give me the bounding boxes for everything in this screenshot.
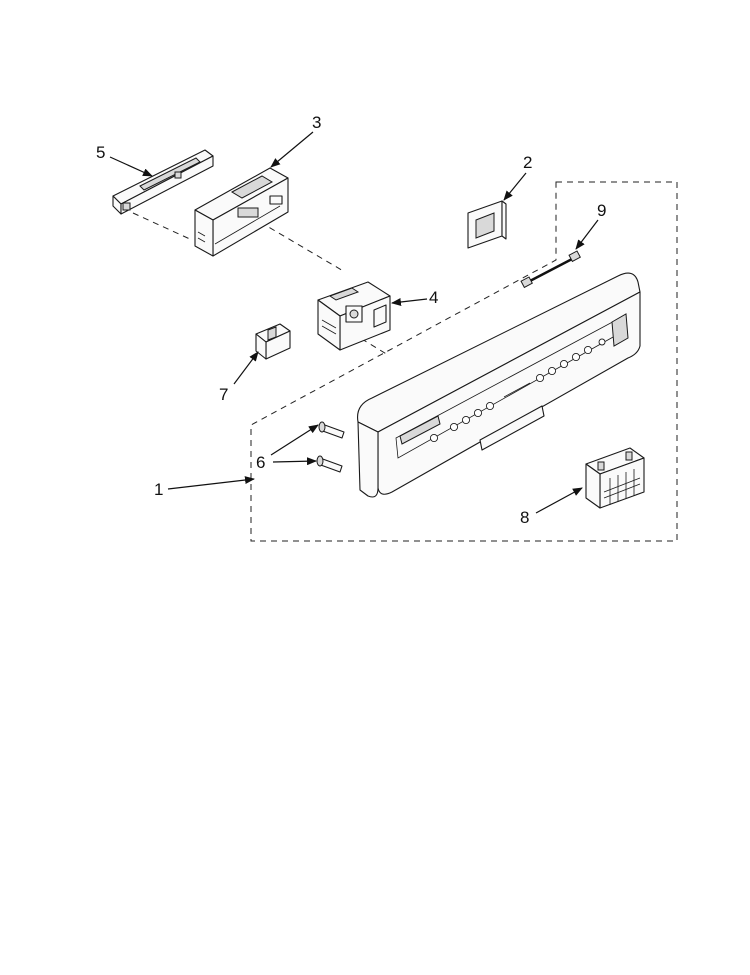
part-8-connector-block — [585, 447, 645, 509]
alignment-line-3-4 — [259, 221, 346, 273]
leader-9 — [575, 219, 599, 250]
leader-8 — [535, 487, 583, 514]
leader-6a — [270, 424, 319, 456]
alignment-line-4-1 — [351, 332, 389, 356]
leader-4 — [391, 298, 428, 306]
part-7-clip — [255, 323, 291, 360]
callout-1: 1 — [154, 480, 163, 499]
callout-9: 9 — [597, 201, 606, 220]
callout-4: 4 — [429, 288, 438, 307]
panel-buttons — [429, 338, 606, 443]
part-9-wire-harness — [520, 250, 581, 289]
part-4-latch-assembly — [317, 281, 391, 351]
part-6-screws — [316, 421, 345, 473]
callout-7: 7 — [219, 385, 228, 404]
part-1-console-panel — [357, 272, 641, 498]
callout-6: 6 — [256, 453, 265, 472]
callout-2: 2 — [523, 153, 532, 172]
callout-3: 3 — [312, 113, 321, 132]
leader-5 — [109, 156, 153, 177]
assembly-boundary — [250, 181, 678, 542]
leader-6b — [272, 457, 317, 466]
leader-1 — [167, 476, 255, 490]
part-2-cover-plate — [467, 200, 507, 249]
part-5-bracket — [112, 149, 214, 215]
callout-8: 8 — [520, 508, 529, 527]
leader-2 — [503, 172, 527, 201]
part-3-control-board — [194, 167, 289, 257]
leader-7 — [233, 351, 259, 385]
leader-3 — [270, 131, 314, 168]
alignment-line-5-3 — [132, 212, 193, 241]
callout-5: 5 — [96, 143, 105, 162]
